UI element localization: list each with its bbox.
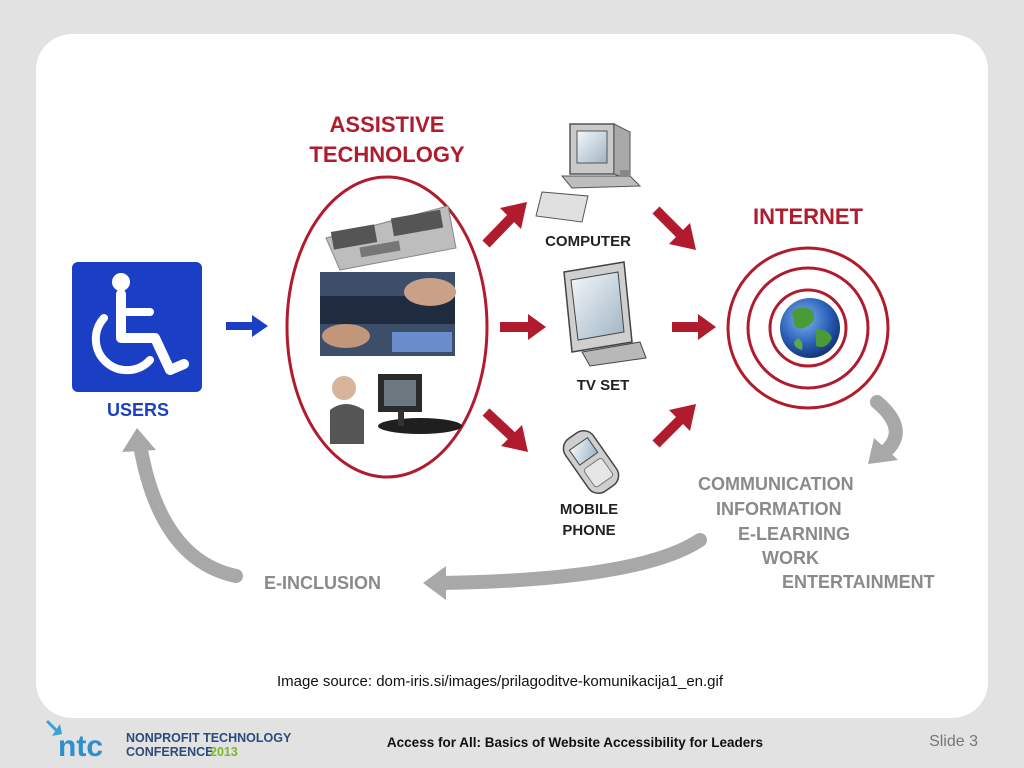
internet-to-services-arrow [868, 395, 903, 464]
image-source-caption: Image source: dom-iris.si/images/prilago… [276, 673, 724, 690]
users-label: USERS [107, 400, 169, 420]
internet-label: INTERNET [753, 204, 864, 229]
adaptive-keyboard-image [325, 205, 457, 271]
logo-year: 2013 [210, 745, 238, 759]
einclusion-label: E-INCLUSION [264, 573, 381, 593]
computer-label: COMPUTER [545, 233, 631, 250]
footer-title: Access for All: Basics of Website Access… [386, 735, 764, 750]
computer-icon [535, 123, 642, 223]
globe-icon [780, 298, 840, 358]
user-with-assistive-device-image [326, 372, 462, 444]
logo-line2: CONFERENCE [126, 745, 214, 759]
assistive-technology-ellipse [285, 175, 489, 479]
at-to-computer-arrow [482, 202, 527, 248]
service-entertainment: ENTERTAINMENT [782, 572, 935, 592]
slide-number: Slide 3 [929, 733, 978, 750]
mobile-to-internet-arrow [652, 404, 696, 448]
service-communication: COMMUNICATION [698, 474, 854, 494]
computer-to-internet-arrow [652, 206, 696, 250]
service-work: WORK [762, 548, 819, 568]
mobile-phone-icon [562, 429, 620, 495]
logo-ntc: ntc [58, 730, 103, 762]
tv-label: TV SET [577, 377, 630, 394]
braille-display-image [320, 272, 456, 356]
assistive-title-line2: TECHNOLOGY [309, 142, 465, 167]
tv-icon [563, 261, 647, 367]
internet-target [726, 246, 890, 410]
at-to-mobile-arrow [482, 408, 528, 452]
service-e-learning: E-LEARNING [738, 524, 850, 544]
einclusion-loop-arrow [122, 428, 707, 600]
assistive-title-line1: ASSISTIVE [330, 112, 445, 137]
wheelchair-icon [72, 262, 202, 392]
mobile-label-line2: PHONE [562, 522, 615, 539]
ntc-logo: ntc NONPROFIT TECHNOLOGY CONFERENCE 2013 [46, 720, 292, 762]
tv-to-internet-arrow [672, 314, 716, 340]
mobile-label-line1: MOBILE [560, 501, 618, 518]
logo-line1: NONPROFIT TECHNOLOGY [126, 731, 292, 745]
service-information: INFORMATION [716, 499, 842, 519]
users-to-at-arrow [226, 315, 268, 337]
at-to-tv-arrow [500, 314, 546, 340]
